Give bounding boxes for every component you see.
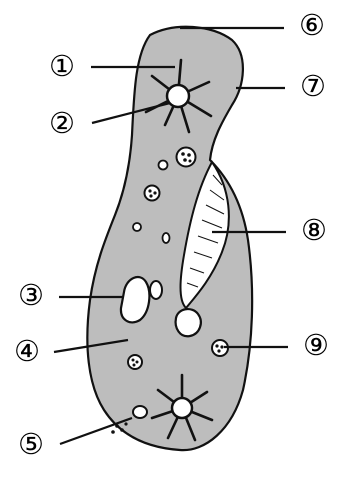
food-vacuole — [177, 148, 196, 167]
label-8: ⑧ — [301, 213, 327, 247]
label-1: ① — [49, 49, 75, 83]
label-2: ② — [49, 106, 75, 140]
label-3: ③ — [18, 278, 44, 312]
label-7: ⑦ — [300, 69, 326, 103]
food-vacuole — [128, 355, 142, 369]
food-vacuole — [145, 186, 160, 201]
anal-pore-vacuole — [133, 406, 147, 418]
label-4: ④ — [14, 334, 40, 368]
label-9: ⑨ — [303, 328, 329, 362]
small-vacuole — [163, 233, 170, 243]
food-vacuole-forming — [176, 309, 201, 336]
label-6: ⑥ — [299, 8, 325, 42]
label-5: ⑤ — [18, 427, 44, 461]
small-vacuole — [133, 223, 141, 231]
small-vacuole — [159, 161, 168, 170]
micronucleus — [150, 281, 162, 299]
